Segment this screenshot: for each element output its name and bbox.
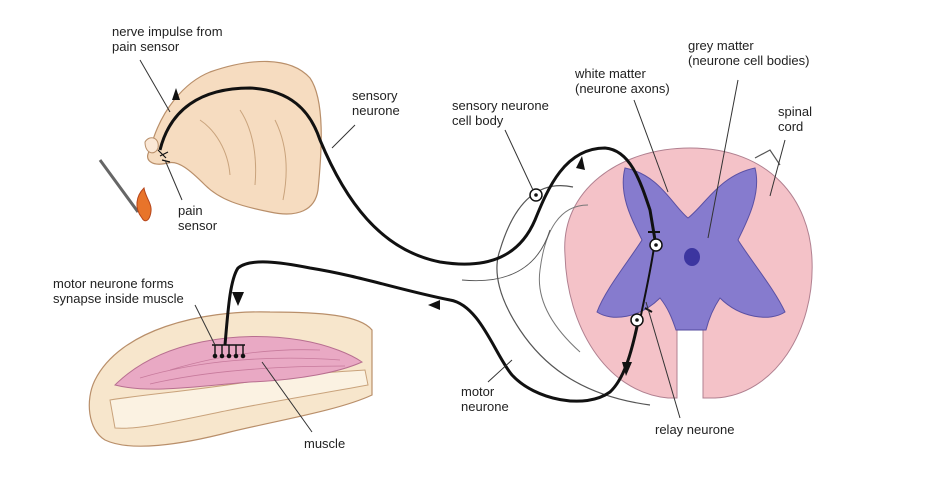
spinal-cord [496,147,813,406]
relay-cell-nucleus [654,243,658,247]
label-spinal-cord: spinal cord [778,104,812,134]
label-nerve-impulse: nerve impulse from pain sensor [112,24,223,54]
label-relay-neurone: relay neurone [655,422,735,437]
label-sensory-cell-body: sensory neurone cell body [452,98,549,128]
label-pain-sensor: pain sensor [178,203,218,233]
muscle-fibres [139,349,346,385]
finger-crease [199,109,287,201]
arrow-left-motor [428,300,440,310]
central-canal [684,248,700,266]
leader-muscle [261,361,313,433]
leader-white-matter [633,99,669,193]
muscle-synapse-endings [212,344,246,359]
sensory-neurone-path [158,86,657,266]
leader-motor-neurone [487,359,513,383]
leader-grey-matter [707,79,739,239]
leader-spinal-cord [769,139,786,197]
motor-cell-nucleus [635,318,639,322]
hand-shape [147,60,322,215]
label-muscle: muscle [304,436,346,451]
hand-illustration [98,60,322,222]
arrow-up-sensory-finger [172,88,180,100]
leader-sensory-cell-body [504,129,534,191]
leader-sensory-neurone [331,124,356,149]
sensory-cell-nucleus [534,193,538,197]
nerve-root-outline [496,185,651,406]
match-stick [98,159,140,213]
label-motor-synapse: motor neurone forms synapse inside muscl… [53,276,184,306]
label-sensory-neurone: sensory neurone [352,88,400,118]
leader-pain-sensor [164,159,183,201]
neurone-pathway [157,86,663,403]
leader-motor-synapse [194,304,216,346]
arrow-up-sensory-root [576,156,585,170]
label-motor-neurone: motor neurone [461,384,509,414]
flame-icon [136,186,152,222]
arrow-down-motor-root [622,362,632,376]
label-white-matter: white matter (neurone axons) [575,66,670,96]
leader-nerve-impulse [139,59,171,113]
motor-neurone-path [223,260,640,403]
direction-arrows [172,88,632,376]
arrow-down-motor-arm [232,292,244,306]
arm-illustration [88,311,373,447]
leader-lines [139,59,786,433]
nerve-root-inner [538,204,589,353]
label-grey-matter: grey matter (neurone cell bodies) [688,38,810,68]
nerve-outline-upper [461,229,551,282]
bone-shape [109,369,369,429]
spinal-cord-fold [754,149,781,166]
fingernail [144,137,159,154]
leader-relay-neurone [645,301,681,419]
pain-sensor-endings [157,149,171,163]
